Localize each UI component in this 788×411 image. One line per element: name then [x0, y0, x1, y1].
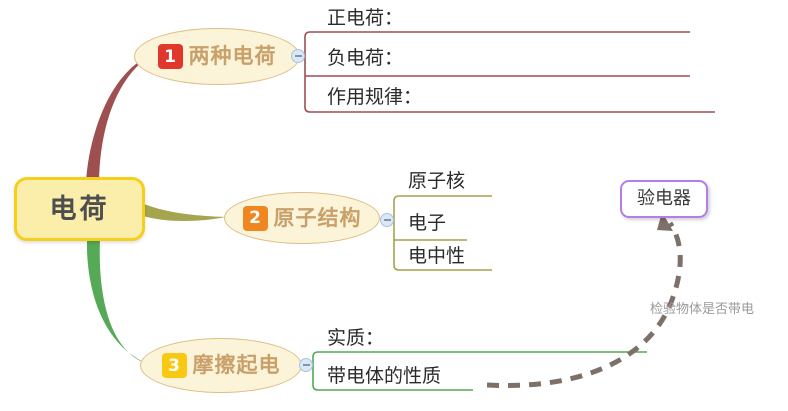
branch-node-3[interactable]: 3 摩擦起电: [140, 338, 302, 393]
branch-node-2[interactable]: 2 原子结构: [224, 192, 380, 244]
branch-number-badge-1: 1: [157, 44, 183, 69]
leaf-zuoyongguilv[interactable]: 作用规律：: [327, 86, 423, 108]
branch-node-3-content: 3 摩擦起电: [161, 353, 281, 378]
child-spine-1: [304, 31, 311, 113]
branch-line-1: [86, 54, 153, 185]
child-spine-2: [393, 195, 400, 271]
leaf-dianzi[interactable]: 电子: [408, 212, 447, 234]
leaf-dianzhongxing[interactable]: 电中性: [408, 245, 466, 267]
branch-line-3: [86, 239, 150, 365]
leaf-zhengdianhe[interactable]: 正电荷：: [327, 7, 404, 29]
branch-number-badge-3: 3: [161, 353, 187, 378]
floating-box-label: 验电器: [637, 188, 691, 209]
branch-node-3-label: 摩擦起电: [192, 353, 281, 377]
branch-node-1-label: 两种电荷: [188, 44, 277, 68]
child-spine-3: [312, 351, 319, 391]
root-node-label: 电荷: [49, 193, 110, 225]
relation-arrow-label: 检验物体是否带电: [650, 302, 755, 317]
minus-circle-icon-branch-1[interactable]: [291, 49, 305, 63]
leaf-daidiantidexingzhi[interactable]: 带电体的性质: [327, 365, 442, 387]
leaf-fudianhe[interactable]: 负电荷：: [327, 47, 404, 69]
root-node[interactable]: 电荷: [14, 177, 145, 241]
branch-node-2-label: 原子结构: [273, 205, 362, 230]
branch-number-badge-2: 2: [242, 205, 268, 231]
branch-line-2: [143, 204, 226, 221]
branch-node-2-content: 2 原子结构: [242, 205, 362, 231]
minus-circle-icon-branch-3[interactable]: [299, 358, 313, 372]
leaf-shizhi[interactable]: 实质：: [327, 327, 385, 349]
branch-node-1[interactable]: 1 两种电荷: [134, 28, 300, 85]
minus-circle-icon-branch-2[interactable]: [380, 213, 394, 227]
floating-box-yandianqi[interactable]: 验电器: [620, 180, 708, 218]
branch-node-1-content: 1 两种电荷: [157, 44, 277, 69]
leaf-yuanzihe[interactable]: 原子核: [408, 170, 466, 192]
